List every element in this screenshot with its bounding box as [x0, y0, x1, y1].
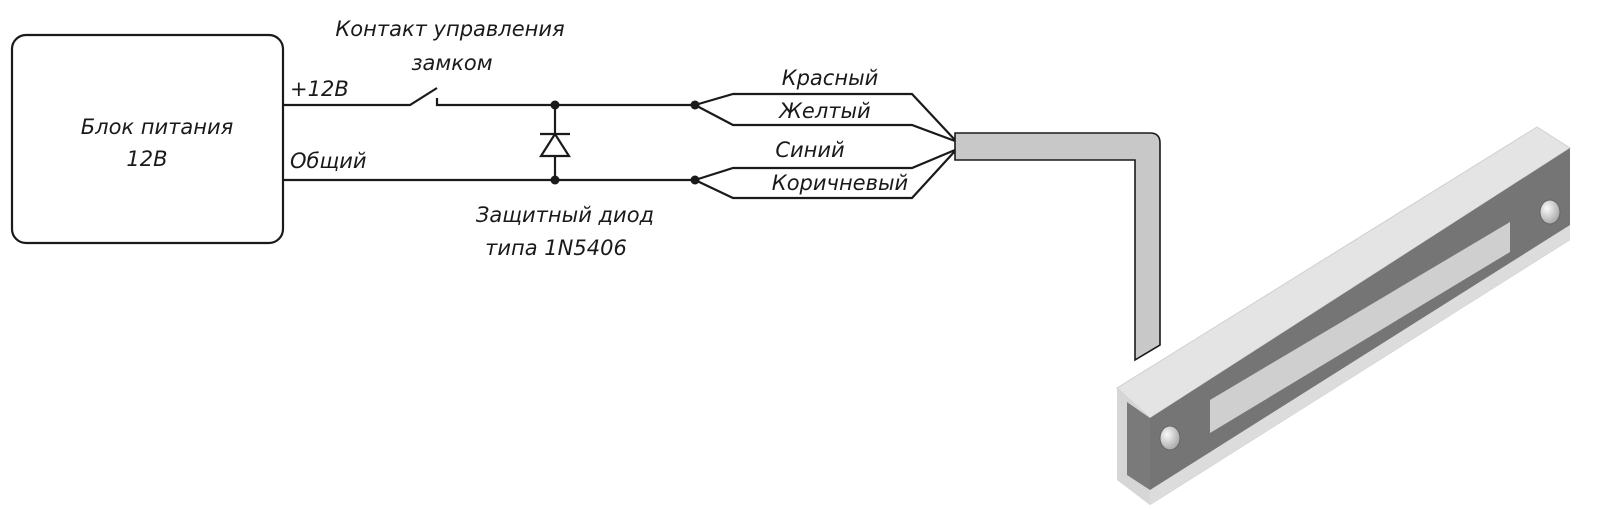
wire-label-red: Красный: [782, 66, 879, 90]
positive-terminal-label: +12В: [290, 77, 349, 101]
common-terminal-label: Общий: [290, 149, 367, 173]
diode-symbol: [538, 105, 572, 180]
wire-label-yellow: Желтый: [777, 99, 870, 123]
switch-label-line1: Контакт управления: [335, 17, 564, 41]
power-supply-box: [10, 33, 285, 245]
wire-fan: [694, 92, 956, 200]
diode-label-line1: Защитный диод: [476, 203, 654, 227]
cable: [954, 132, 1161, 362]
junction-dots: [550, 100, 700, 185]
diode-label-line2: типа 1N5406: [485, 236, 627, 260]
power-supply-label: Блок питания: [81, 115, 234, 139]
wire-label-blue: Синий: [775, 138, 844, 162]
electromagnetic-lock: [1116, 126, 1571, 505]
positive-wire: [283, 87, 695, 107]
wire-label-brown: Коричневый: [772, 171, 908, 195]
power-supply-voltage: 12В: [126, 147, 167, 171]
switch-label-line2: замком: [411, 51, 492, 75]
